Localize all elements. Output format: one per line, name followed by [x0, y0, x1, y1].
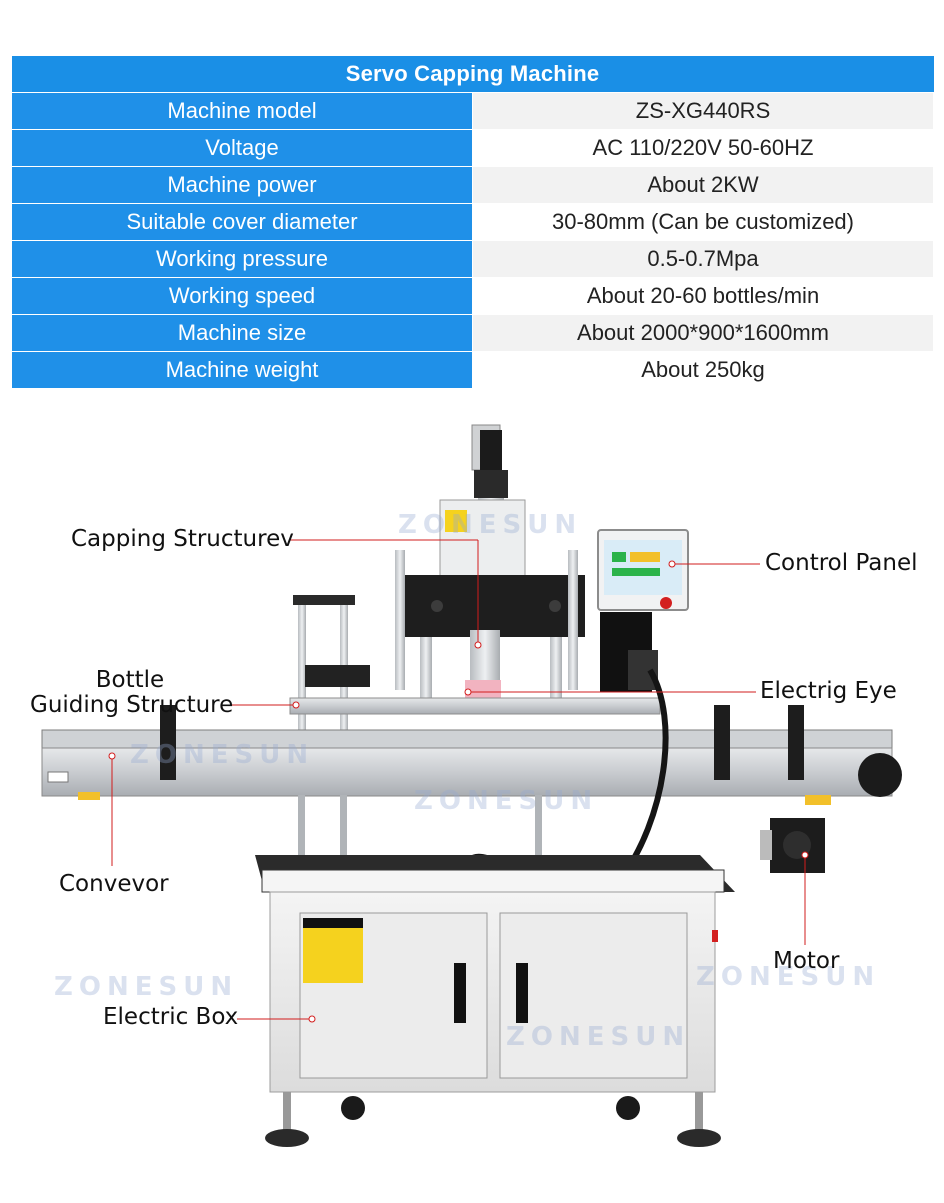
callout-bottle-guiding: Bottle Guiding Structure: [30, 667, 234, 718]
table-row: Machine size About 2000*900*1600mm: [11, 314, 934, 352]
spec-value: About 2000*900*1600mm: [472, 314, 934, 352]
callout-control-panel: Control Panel: [765, 550, 918, 576]
callout-capping-structure: Capping Structurev: [71, 526, 294, 552]
watermark: ZONESUN: [414, 786, 599, 816]
watermark: ZONESUN: [696, 962, 881, 992]
callout-conveyor: Convevor: [59, 871, 169, 897]
spec-label: Machine power: [11, 166, 473, 204]
electric-box-illustration: [255, 855, 735, 1093]
machine-scene: ZONESUN ZONESUN ZONESUN ZONESUN ZONESUN …: [0, 400, 944, 1203]
table-row: Machine power About 2KW: [11, 166, 934, 204]
spec-label: Machine weight: [11, 351, 473, 389]
watermark: ZONESUN: [398, 510, 583, 540]
table-row: Working speed About 20-60 bottles/min: [11, 277, 934, 315]
spec-table: Servo Capping Machine Machine model ZS-X…: [11, 56, 934, 389]
spec-value: 0.5-0.7Mpa: [472, 240, 934, 278]
table-row: Machine model ZS-XG440RS: [11, 92, 934, 130]
watermark: ZONESUN: [130, 740, 315, 770]
spec-value: About 20-60 bottles/min: [472, 277, 934, 315]
spec-value: AC 110/220V 50-60HZ: [472, 129, 934, 167]
spec-value: About 2KW: [472, 166, 934, 204]
spec-label: Working pressure: [11, 240, 473, 278]
callout-motor: Motor: [773, 948, 840, 974]
table-row: Working pressure 0.5-0.7Mpa: [11, 240, 934, 278]
spec-label: Working speed: [11, 277, 473, 315]
callout-electric-box: Electric Box: [103, 1004, 239, 1030]
capping-head: [395, 499, 585, 702]
spec-value: About 250kg: [472, 351, 934, 389]
spec-label: Voltage: [11, 129, 473, 167]
machine-illustration: [41, 424, 902, 1147]
table-row: Machine weight About 250kg: [11, 351, 934, 389]
control-panel-illustration: [597, 529, 689, 692]
callout-bottle-line2: Guiding Structure: [30, 692, 234, 718]
watermark: ZONESUN: [54, 972, 239, 1002]
callout-lines: [108, 539, 809, 1023]
table-row: Voltage AC 110/220V 50-60HZ: [11, 129, 934, 167]
spec-value: ZS-XG440RS: [472, 92, 934, 130]
table-row: Suitable cover diameter 30-80mm (Can be …: [11, 203, 934, 241]
spec-label: Suitable cover diameter: [11, 203, 473, 241]
motor-illustration: [760, 818, 825, 873]
callout-electric-eye: Electrig Eye: [760, 678, 897, 704]
callout-bottle-line1: Bottle: [95, 667, 165, 693]
casters: [265, 1092, 721, 1147]
spec-table-title: Servo Capping Machine: [11, 56, 934, 93]
spec-value: 30-80mm (Can be customized): [472, 203, 934, 241]
watermark: ZONESUN: [506, 1022, 691, 1052]
spec-label: Machine model: [11, 92, 473, 130]
spec-label: Machine size: [11, 314, 473, 352]
conveyor-illustration: [41, 705, 902, 805]
